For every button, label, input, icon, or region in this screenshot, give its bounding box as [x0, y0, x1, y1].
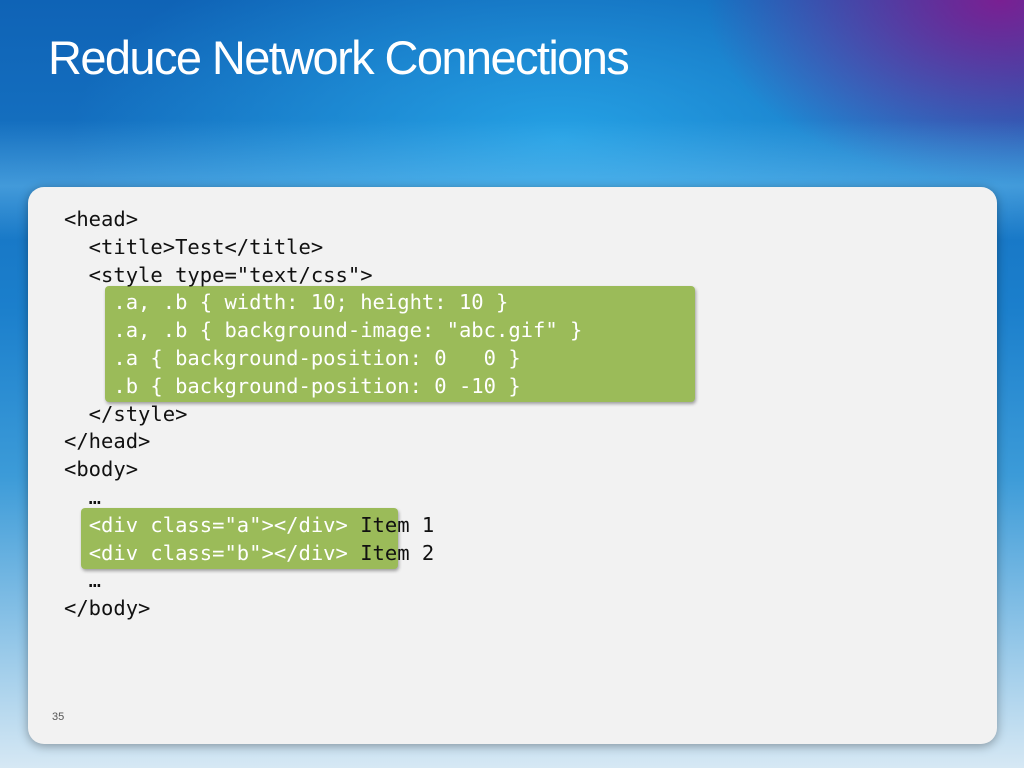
slide-title: Reduce Network Connections [48, 31, 630, 84]
code-line: <body> [64, 457, 139, 482]
highlighted-code-line: .a, .b { background-image: "abc.gif" } [64, 318, 583, 343]
content-panel: <head> <title>Test</title> <style type="… [28, 187, 997, 744]
code-block: <head> <title>Test</title> <style type="… [64, 206, 582, 623]
code-line: <div class="a"></div> Item 1 [64, 512, 582, 540]
highlighted-code-line: .a { background-position: 0 0 } [64, 345, 521, 370]
highlighted-code-fragment: <div class="a"></div> [88, 512, 348, 537]
code-line: <title>Test</title> [64, 234, 324, 259]
slide-number: 35 [52, 711, 65, 723]
code-line: … [64, 568, 102, 593]
code-line: … [64, 484, 102, 509]
code-line: <div class="b"></div> Item 2 [64, 540, 582, 568]
code-fragment: Item 1 [347, 512, 435, 537]
code-line: <head> [64, 207, 139, 231]
css-highlight-box [105, 286, 695, 402]
code-line: </body> [64, 596, 151, 621]
highlighted-code-line: .a, .b { width: 10; height: 10 } [64, 290, 509, 315]
code-line: </style> [64, 401, 188, 426]
highlighted-code-fragment: <div class="b"></div> [88, 540, 348, 565]
code-line: <style type="text/css"> [64, 262, 373, 287]
code-fragment: Item 2 [347, 540, 435, 565]
highlighted-code-line: .b { background-position: 0 -10 } [64, 373, 521, 398]
code-line: </head> [64, 429, 151, 454]
div-highlight-box [81, 508, 398, 569]
